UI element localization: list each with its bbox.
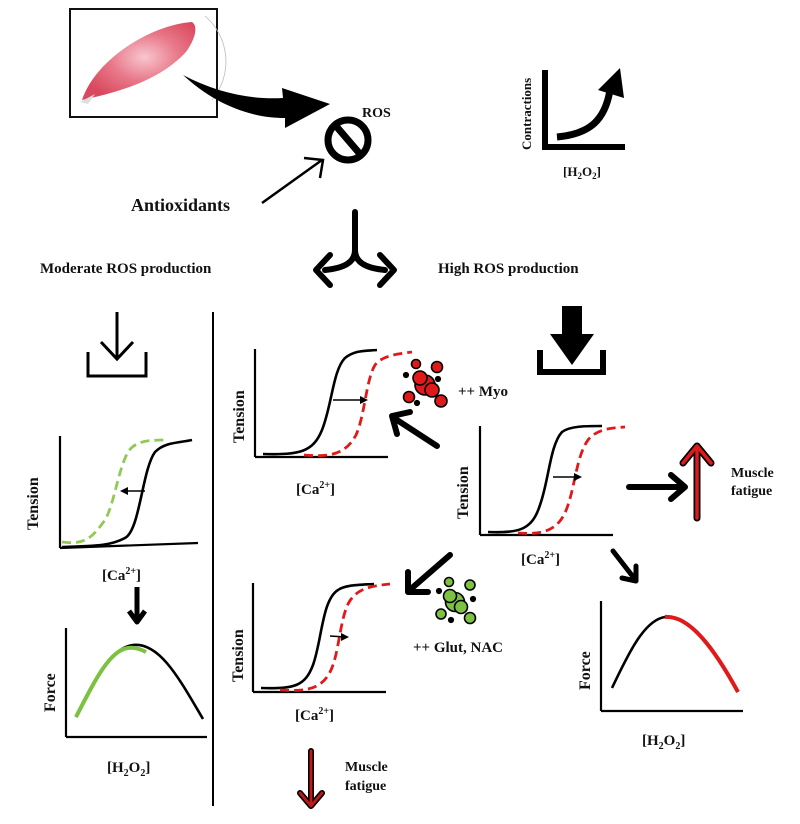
shifted-curve [303,350,413,457]
fatigue-down-line1: Muscle [345,760,388,775]
glut-tension-xlabel: [Ca2+] [295,706,334,724]
contractions-ylabel: Contractions [519,78,534,150]
myo-label: ++ Myo [458,384,508,400]
fatigue-down-line2: fatigue [345,779,386,794]
shifted-curve [61,438,169,545]
moderate-force-xlabel: [H2O2] [107,760,150,779]
shifted-curve [517,425,626,535]
highlight-rising-phase [74,645,147,718]
glut-tension-ylabel: Tension [230,629,247,682]
contractions-xlabel: [H2O2] [563,164,601,181]
increase-tray-icon [537,306,606,375]
antioxidants-label: Antioxidants [131,195,230,215]
antioxidant-arrow-icon [261,156,325,205]
high-ros-label: High ROS production [438,261,579,277]
fatigue-up-arrow-icon [679,442,715,522]
moderate-tension-ylabel: Tension [25,477,42,530]
control-curve [262,348,378,456]
moderate-force-ylabel: Force [42,673,59,712]
high-force-plot: Force [H2O2] [577,601,743,752]
muscle-image [69,8,227,118]
arrow-to-glut-icon [405,552,453,595]
high-tension-plot: Tension [Ca2+] [455,424,626,568]
force-curve [610,615,740,693]
moderate-tension-xlabel: [Ca2+] [102,566,141,584]
control-curve [487,424,603,534]
high-tension-xlabel: [Ca2+] [521,550,560,568]
myo-tension-ylabel: Tension [231,390,248,443]
muscle-icon [82,22,196,100]
highlight-falling-phase [664,614,740,693]
glut-tension-plot: Tension [Ca2+] [230,582,391,724]
control-curve [260,582,375,690]
control-curve [61,438,193,549]
arrow-to-myo-icon [389,409,440,449]
ros-label: ROS [362,106,391,121]
arrow-to-force-icon [610,548,639,584]
big-curved-arrow-icon [183,75,330,128]
fatigue-up-line1: Muscle [731,466,774,481]
glutathione-molecule-icon [435,576,477,625]
fatigue-down-arrow-icon [297,748,325,809]
down-arrow-icon [126,587,148,625]
split-arrow-icon [313,209,397,288]
ros-inhibit-icon [324,116,372,164]
moderate-tension-plot: Tension [Ca2+] [25,436,199,584]
myo-tension-xlabel: [Ca2+] [296,480,335,498]
moderate-force-plot: Force [H2O2] [42,628,207,779]
high-force-xlabel: [H2O2] [642,733,685,752]
high-tension-ylabel: Tension [455,466,472,519]
myo-tension-plot: Tension [Ca2+] [231,348,413,498]
fatigue-up-line2: fatigue [731,484,772,499]
myoglobin-molecule-icon [402,358,448,408]
decrease-tray-icon [86,312,148,378]
glut-nac-label: ++ Glut, NAC [413,640,503,656]
high-force-ylabel: Force [577,651,594,690]
arrow-to-fatigue-icon [626,472,688,502]
moderate-ros-label: Moderate ROS production [40,261,212,277]
shifted-curve [279,582,391,692]
contractions-plot: Contractions [H2O2] [519,68,625,181]
